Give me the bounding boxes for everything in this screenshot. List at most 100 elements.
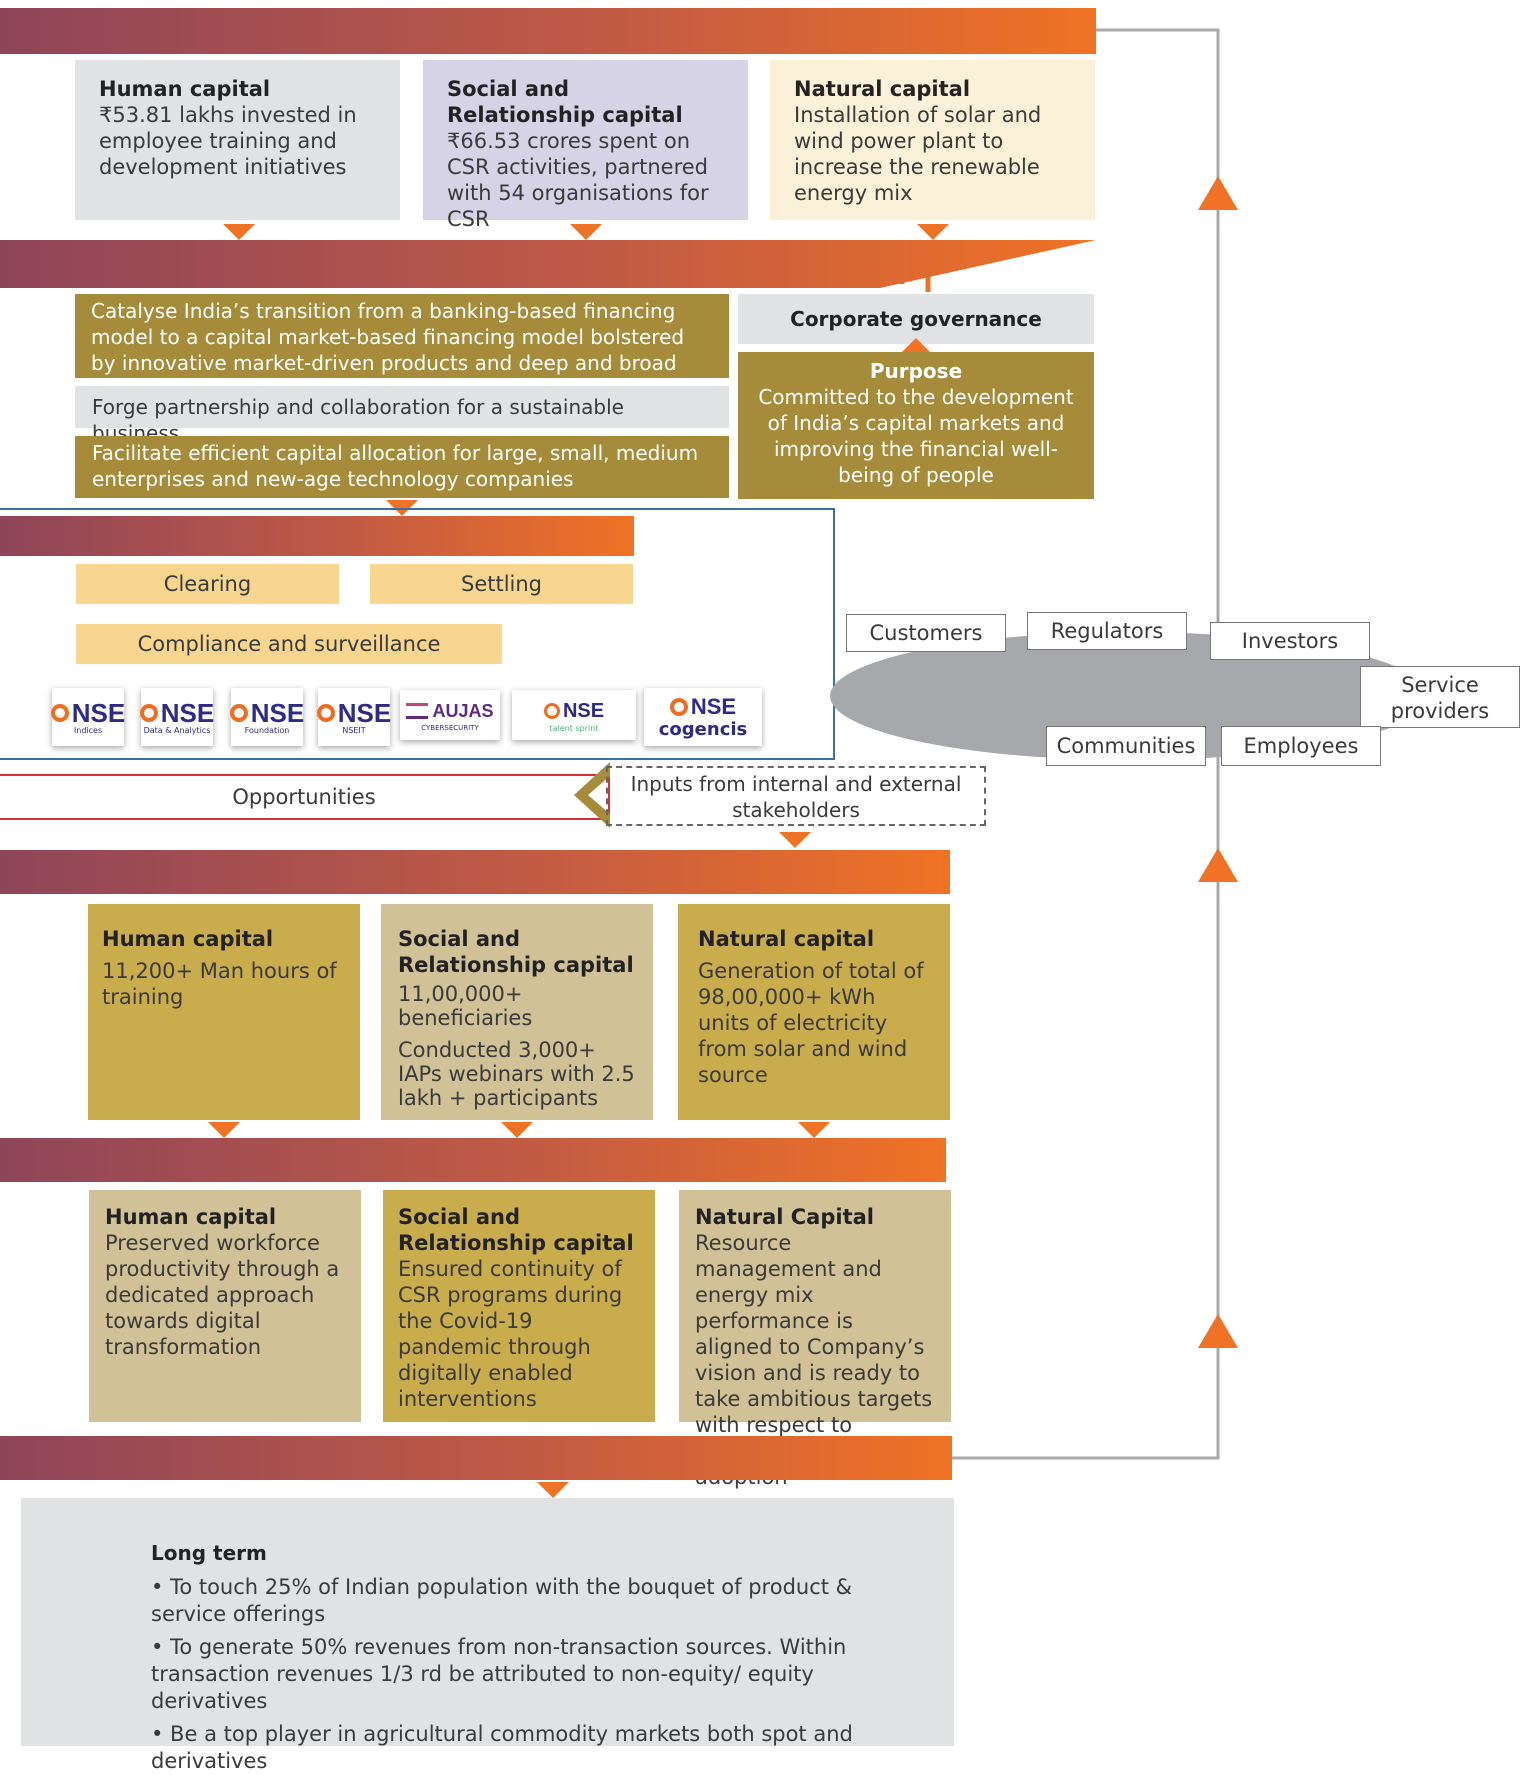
logo-nse-foundation: NSE Foundation bbox=[229, 688, 304, 746]
logo-nse-cogencis: NSE cogencis bbox=[644, 688, 762, 746]
purpose-title: Purpose bbox=[869, 359, 963, 383]
card-title: Natural capital bbox=[794, 77, 971, 101]
logo-nse-talentsprint: NSE talent sprint bbox=[512, 690, 636, 740]
logo-aujas: AUJAS CYBERSECURITY bbox=[400, 690, 500, 740]
section-bar-outcomes bbox=[0, 1138, 946, 1182]
down-arrow-icon bbox=[208, 1122, 240, 1138]
stakeholder-label: Service providers bbox=[1390, 673, 1490, 723]
nse-logo-icon: NSE bbox=[543, 698, 604, 724]
stakeholder-investors: Investors bbox=[1210, 622, 1370, 660]
card-title: Human capital bbox=[102, 927, 274, 951]
card-title: Human capital bbox=[99, 77, 271, 101]
activity-label: Clearing bbox=[163, 572, 252, 596]
card-title: Social and Relationship capital bbox=[398, 927, 634, 977]
card-text: ₹66.53 crores spent on CSR activities, p… bbox=[447, 129, 709, 231]
up-arrow-icon bbox=[1198, 1314, 1238, 1348]
output-card-natural: Natural capital Generation of total of 9… bbox=[678, 904, 950, 1120]
section-bar-strategy bbox=[0, 240, 1096, 288]
strategy-item-partnership: Forge partnership and collaboration for … bbox=[75, 386, 729, 445]
section-bar-inputs bbox=[0, 8, 1096, 54]
up-arrow-icon bbox=[902, 338, 930, 352]
outcome-card-human: Human capital Preserved workforce produc… bbox=[89, 1190, 361, 1422]
logo-nse-data-analytics: NSE Data & Analytics bbox=[139, 688, 214, 746]
nse-logo-icon: NSE bbox=[229, 700, 304, 726]
stakeholder-label: Regulators bbox=[1050, 619, 1164, 643]
nse-logo-icon: NSE bbox=[139, 700, 214, 726]
section-bar-activities bbox=[0, 516, 634, 556]
stakeholder-employees: Employees bbox=[1221, 726, 1381, 766]
inputs-from-stakeholders-box: Inputs from internal and external stakeh… bbox=[606, 766, 986, 826]
business-model-frame bbox=[0, 508, 835, 760]
up-arrow-icon bbox=[1198, 176, 1238, 210]
purpose-text: Committed to the development of India’s … bbox=[758, 385, 1074, 487]
activity-compliance: Compliance and surveillance bbox=[76, 624, 502, 664]
card-title: Social and Relationship capital bbox=[447, 77, 683, 127]
strategy-item-transition: Catalyse India’s transition from a banki… bbox=[75, 294, 729, 401]
strategy-text: Facilitate efficient capital allocation … bbox=[92, 441, 699, 491]
stakeholder-regulators: Regulators bbox=[1027, 612, 1187, 650]
activity-label: Settling bbox=[460, 572, 543, 596]
nse-logo-icon: NSE bbox=[669, 694, 736, 720]
stakeholder-communities: Communities bbox=[1046, 726, 1206, 766]
outcome-card-social: Social and Relationship capital Ensured … bbox=[383, 1190, 655, 1422]
activity-clearing: Clearing bbox=[76, 564, 339, 604]
output-card-social: Social and Relationship capital 11,00,00… bbox=[381, 904, 653, 1120]
aujas-logo-icon: AUJAS bbox=[406, 698, 494, 724]
input-card-natural: Natural capital Installation of solar an… bbox=[770, 60, 1095, 220]
output-card-human: Human capital 11,200+ Man hours of train… bbox=[88, 904, 360, 1120]
long-term-item: • To generate 50% revenues from non-tran… bbox=[151, 1635, 847, 1713]
down-arrow-icon bbox=[570, 224, 602, 240]
activity-settling: Settling bbox=[370, 564, 633, 604]
stakeholder-service-providers: Service providers bbox=[1360, 666, 1520, 728]
logo-sub: talent sprint bbox=[549, 723, 599, 733]
up-arrow-icon bbox=[1198, 848, 1238, 882]
long-term-title: Long term bbox=[151, 1541, 267, 1565]
long-term-item: • To touch 25% of Indian population with… bbox=[151, 1575, 853, 1626]
governance-title: Corporate governance bbox=[790, 307, 1042, 331]
section-bar-outputs bbox=[0, 850, 950, 894]
logo-sub: CYBERSECURITY bbox=[421, 723, 479, 732]
strategy-text: Forge partnership and collaboration for … bbox=[92, 395, 624, 445]
card-title: Human capital bbox=[105, 1205, 277, 1229]
down-arrow-icon bbox=[779, 832, 811, 848]
input-card-human: Human capital ₹53.81 lakhs invested in e… bbox=[75, 60, 400, 220]
stakeholder-customers: Customers bbox=[846, 614, 1006, 652]
logo-sub: NSEIT bbox=[342, 725, 366, 735]
opportunities-box: Opportunities bbox=[0, 774, 610, 820]
card-text: 11,00,000+ beneficiaries bbox=[398, 982, 533, 1030]
long-term-item: • Be a top player in agricultural commod… bbox=[151, 1722, 853, 1773]
logo-sub: Data & Analytics bbox=[143, 725, 211, 735]
activity-label: Compliance and surveillance bbox=[137, 632, 441, 656]
logo-sub: cogencis bbox=[658, 719, 748, 740]
card-text: 11,200+ Man hours of training bbox=[102, 959, 337, 1009]
down-arrow-icon bbox=[501, 1122, 533, 1138]
card-text: ₹53.81 lakhs invested in employee traini… bbox=[99, 103, 357, 179]
governance-box: Corporate governance bbox=[738, 294, 1094, 344]
section-bar-value bbox=[0, 1436, 952, 1480]
purpose-box: Purpose Committed to the development of … bbox=[738, 352, 1094, 499]
card-text: Installation of solar and wind power pla… bbox=[794, 103, 1042, 205]
stakeholder-label: Customers bbox=[869, 621, 983, 645]
down-arrow-icon bbox=[798, 1122, 830, 1138]
opportunities-label: Opportunities bbox=[232, 785, 376, 809]
logo-sub: Indices bbox=[73, 725, 103, 735]
strategy-item-allocation: Facilitate efficient capital allocation … bbox=[75, 436, 729, 498]
card-text: Preserved workforce productivity through… bbox=[105, 1231, 340, 1359]
inputs-from-label: Inputs from internal and external stakeh… bbox=[630, 772, 962, 822]
stakeholder-label: Employees bbox=[1243, 734, 1359, 758]
nse-logo-icon: NSE bbox=[50, 700, 125, 726]
logo-nse-indices: NSE Indices bbox=[50, 688, 125, 746]
stakeholder-label: Investors bbox=[1241, 629, 1339, 653]
input-card-social: Social and Relationship capital ₹66.53 c… bbox=[423, 60, 748, 231]
card-text: Ensured continuity of CSR programs durin… bbox=[398, 1257, 623, 1411]
down-arrow-icon bbox=[917, 224, 949, 240]
left-chevron-icon bbox=[574, 762, 610, 828]
stakeholder-label: Communities bbox=[1056, 734, 1196, 758]
down-arrow-icon bbox=[223, 224, 255, 240]
card-text-2: Conducted 3,000+ IAPs webinars with 2.5 … bbox=[398, 1038, 635, 1110]
long-term-panel: Long term • To touch 25% of Indian popul… bbox=[21, 1498, 954, 1773]
nse-logo-icon: NSE bbox=[316, 700, 391, 726]
outcome-card-natural: Natural Capital Resource management and … bbox=[679, 1190, 951, 1489]
logo-nseit: NSE NSEIT bbox=[316, 688, 391, 746]
card-text: Generation of total of 98,00,000+ kWh un… bbox=[698, 959, 924, 1087]
